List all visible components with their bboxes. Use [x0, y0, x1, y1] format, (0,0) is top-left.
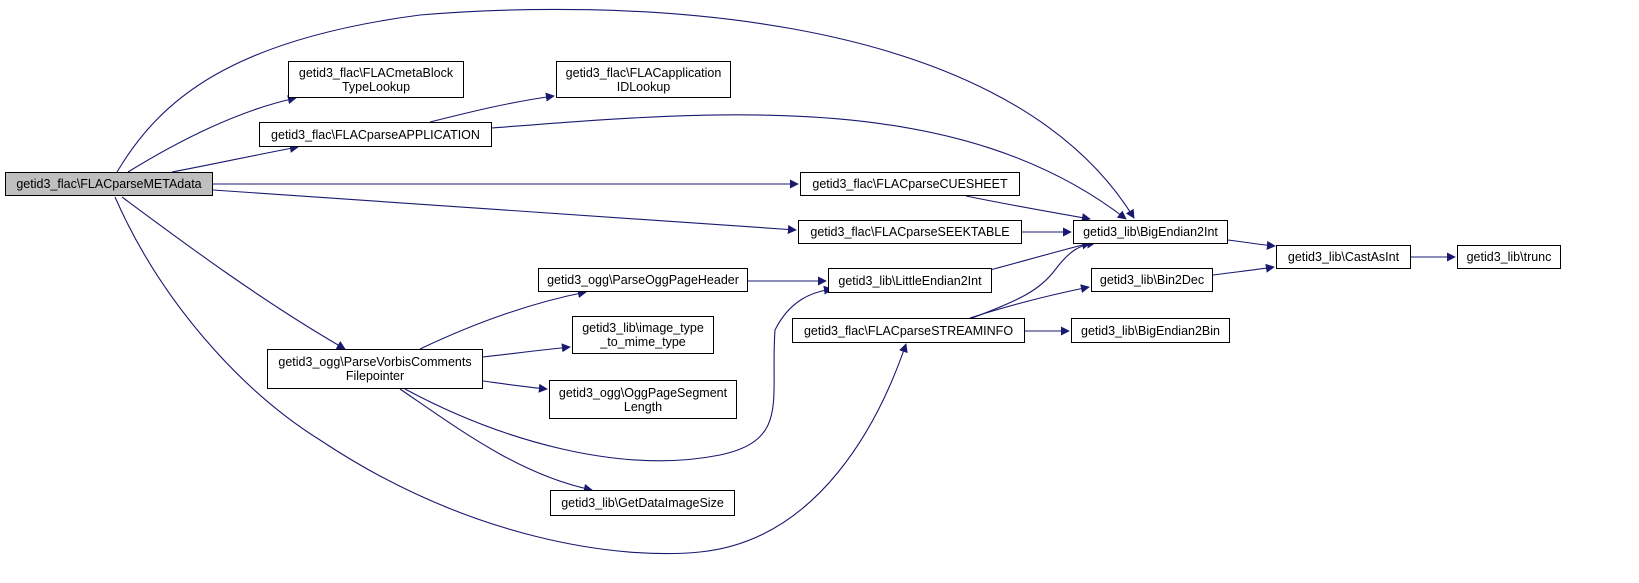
- node-label: getid3_lib\Bin2Dec: [1099, 273, 1205, 287]
- edge-vorbiscomments-to-oggpagesegment: [482, 380, 548, 393]
- node-seektable[interactable]: getid3_flac\FLACparseSEEKTABLE: [798, 220, 1022, 244]
- node-label: getid3_flac\FLACmetaBlock: [298, 65, 454, 80]
- node-label: getid3_lib\BigEndian2Bin: [1081, 323, 1220, 338]
- node-label: _to_mime_type: [600, 335, 686, 349]
- edge-vorbiscomments-to-imagetype: [482, 343, 571, 358]
- node-bigendian2int[interactable]: getid3_lib\BigEndian2Int: [1073, 220, 1228, 244]
- node-label: getid3_flac\FLACparseAPPLICATION: [271, 127, 480, 142]
- edge-application-to-bigendian2int: [491, 114, 1127, 220]
- node-littleendian2int[interactable]: getid3_lib\LittleEndian2Int: [828, 268, 992, 293]
- edge-root-to-bigendian2int: [116, 8, 1135, 219]
- node-label: getid3_lib\trunc: [1466, 250, 1552, 264]
- node-cuesheet[interactable]: getid3_flac\FLACparseCUESHEET: [800, 172, 1020, 196]
- node-label: getid3_lib\BigEndian2Int: [1083, 225, 1218, 239]
- edge-littleendian2int-to-bigendian2int: [989, 240, 1091, 271]
- edge-root-to-seektable: [212, 189, 797, 234]
- node-label: getid3_flac\FLACparseSTREAMINFO: [803, 323, 1014, 338]
- node-application[interactable]: getid3_flac\FLACparseAPPLICATION: [259, 122, 492, 147]
- node-imagetype[interactable]: getid3_lib\image_type_to_mime_type: [572, 316, 714, 354]
- edge-bigendian2int-to-castasint: [1227, 239, 1276, 250]
- node-label: getid3_ogg\ParseVorbisComments: [278, 355, 472, 369]
- edge-root-to-streaminfo: [114, 196, 908, 555]
- node-label: getid3_flac\FLACparseMETAdata: [16, 177, 202, 191]
- node-label: getid3_flac\FLACparseCUESHEET: [812, 177, 1008, 191]
- node-root: getid3_flac\FLACparseMETAdata: [5, 172, 213, 196]
- edge-streaminfo-to-bin2dec: [969, 284, 1090, 319]
- node-label: getid3_flac\FLACparseSEEKTABLE: [810, 225, 1010, 239]
- node-label: getid3_flac\FLACapplication: [565, 65, 722, 80]
- edge-bin2dec-to-castasint: [1212, 263, 1275, 276]
- node-streaminfo[interactable]: getid3_flac\FLACparseSTREAMINFO: [792, 318, 1025, 343]
- node-label: Length: [623, 399, 663, 414]
- edge-root-to-vorbiscomments: [121, 196, 346, 350]
- node-trunc[interactable]: getid3_lib\trunc: [1457, 245, 1561, 269]
- edge-vorbiscomments-to-parseoggpageheader: [419, 289, 587, 350]
- node-label: getid3_lib\image_type: [582, 321, 704, 335]
- edge-streaminfo-to-bigendian2int: [971, 239, 1096, 319]
- node-label: getid3_ogg\ParseOggPageHeader: [547, 273, 739, 287]
- edge-cuesheet-to-bigendian2int: [965, 195, 1091, 223]
- node-label: Filepointer: [345, 369, 405, 383]
- node-bigendian2bin[interactable]: getid3_lib\BigEndian2Bin: [1071, 318, 1230, 343]
- edge-root-to-application: [171, 144, 299, 173]
- edge-root-to-blocktype: [127, 95, 297, 173]
- node-label: getid3_lib\LittleEndian2Int: [838, 273, 982, 288]
- node-parseoggpageheader[interactable]: getid3_ogg\ParseOggPageHeader: [538, 268, 748, 292]
- node-bin2dec[interactable]: getid3_lib\Bin2Dec: [1091, 268, 1213, 292]
- node-getdataimagesize[interactable]: getid3_lib\GetDataImageSize: [550, 490, 735, 516]
- edge-application-to-appid: [429, 92, 555, 123]
- edge-vorbiscomments-to-littleendian2int: [404, 285, 833, 462]
- node-label: TypeLookup: [341, 79, 411, 94]
- node-castasint[interactable]: getid3_lib\CastAsInt: [1276, 245, 1411, 269]
- node-label: getid3_ogg\OggPageSegment: [558, 385, 728, 400]
- node-label: getid3_lib\GetDataImageSize: [561, 496, 724, 510]
- edge-vorbiscomments-to-getdataimagesize: [399, 388, 593, 493]
- node-label: getid3_lib\CastAsInt: [1287, 250, 1400, 264]
- node-label: IDLookup: [616, 79, 671, 94]
